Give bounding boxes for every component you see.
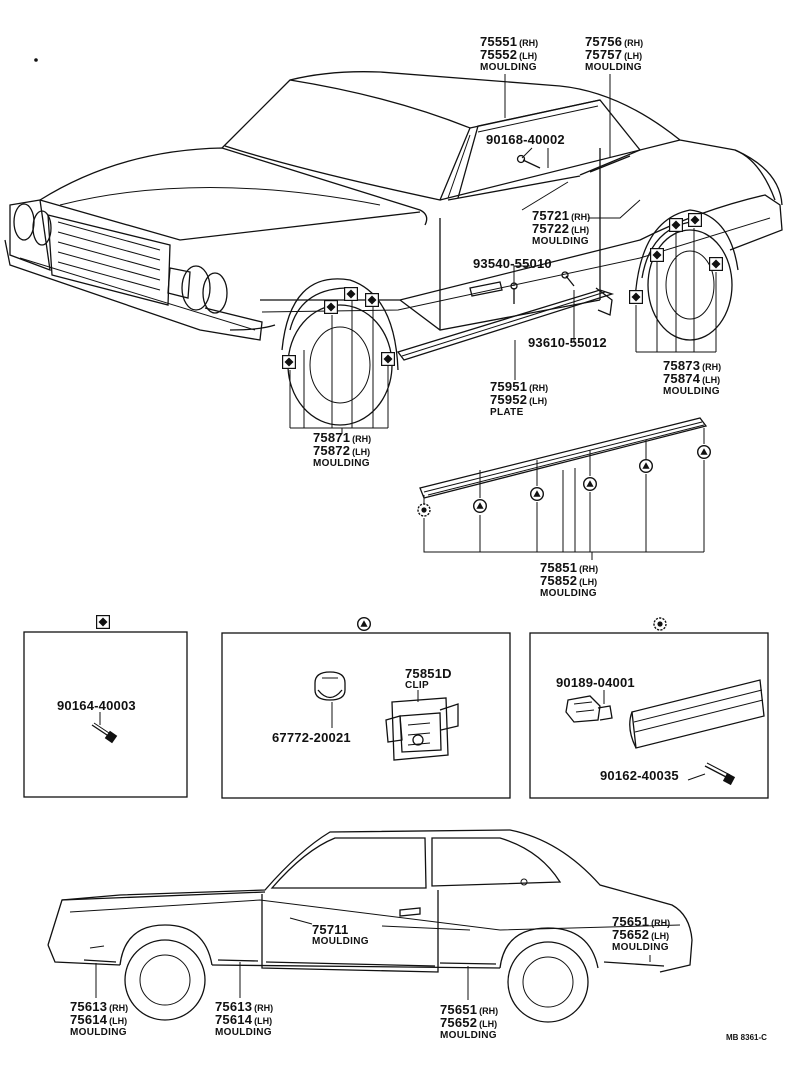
label-clip-90189: 90189-04001 bbox=[556, 675, 635, 690]
label-screw-90168: 90168-40002 bbox=[486, 132, 565, 147]
diamond-symbol-icon bbox=[709, 257, 723, 271]
diamond-symbol-icon bbox=[365, 293, 379, 307]
label-front-wheel-moulding: 75871(RH) 75872(LH) MOULDING bbox=[313, 430, 372, 469]
diamond-symbol-icon bbox=[629, 290, 643, 304]
label-roof-rear-moulding: 75756(RH) 75757(LH) MOULDING bbox=[585, 34, 644, 73]
label-rear-wheel-moulding: 75873(RH) 75874(LH) MOULDING bbox=[663, 358, 722, 397]
label-clip-93610: 93610-55012 bbox=[528, 335, 607, 350]
label-clip-67772: 67772-20021 bbox=[272, 730, 351, 745]
label-belt-moulding: 75721(RH) 75722(LH) MOULDING bbox=[532, 208, 591, 247]
triangle-symbol-icon bbox=[697, 445, 711, 459]
label-side-rear-upper-moulding: 75651(RH) 75652(LH) MOULDING bbox=[612, 914, 671, 953]
diamond-symbol-icon bbox=[669, 218, 683, 232]
detail-box-diamond bbox=[23, 615, 188, 798]
dot-circle-symbol-icon bbox=[417, 503, 431, 517]
diamond-symbol-icon bbox=[282, 355, 296, 369]
reference-code: MB 8361-C bbox=[726, 1033, 767, 1042]
top-car-illustration bbox=[4, 58, 783, 426]
dot-circle-symbol-icon bbox=[653, 617, 667, 631]
label-screw-90164: 90164-40003 bbox=[57, 698, 136, 713]
triangle-symbol-icon bbox=[473, 499, 487, 513]
triangle-symbol-icon bbox=[639, 459, 653, 473]
label-screw-90162: 90162-40035 bbox=[600, 768, 679, 783]
bottom-car-illustration bbox=[47, 829, 693, 1023]
label-side-front-moulding: 75613(RH) 75614(LH) MOULDING bbox=[70, 999, 129, 1038]
label-clip-75851d: 75851D CLIP bbox=[405, 666, 452, 691]
diamond-symbol-icon bbox=[381, 352, 395, 366]
detail-box-triangle bbox=[221, 617, 511, 799]
label-rocker-plate: 75951(RH) 75952(LH) PLATE bbox=[490, 379, 549, 418]
rocker-moulding-illustration bbox=[417, 417, 711, 560]
diamond-symbol-icon bbox=[96, 615, 110, 629]
triangle-symbol-icon bbox=[357, 617, 371, 631]
diamond-symbol-icon bbox=[324, 300, 338, 314]
label-side-rear-moulding: 75651(RH) 75652(LH) MOULDING bbox=[440, 1002, 499, 1041]
triangle-symbol-icon bbox=[583, 477, 597, 491]
triangle-symbol-icon bbox=[530, 487, 544, 501]
top-leader-lines bbox=[289, 74, 717, 434]
label-side-door-moulding: 75613(RH) 75614(LH) MOULDING bbox=[215, 999, 274, 1038]
label-rocker-moulding: 75851(RH) 75852(LH) MOULDING bbox=[540, 560, 599, 599]
diamond-symbol-icon bbox=[344, 287, 358, 301]
label-side-main-moulding: 75711 MOULDING bbox=[312, 922, 369, 947]
label-clip-93540: 93540-55010 bbox=[473, 256, 552, 271]
label-roof-front-moulding: 75551(RH) 75552(LH) MOULDING bbox=[480, 34, 539, 73]
detail-box-dot bbox=[529, 617, 769, 799]
diamond-symbol-icon bbox=[650, 248, 664, 262]
diamond-symbol-icon bbox=[688, 213, 702, 227]
